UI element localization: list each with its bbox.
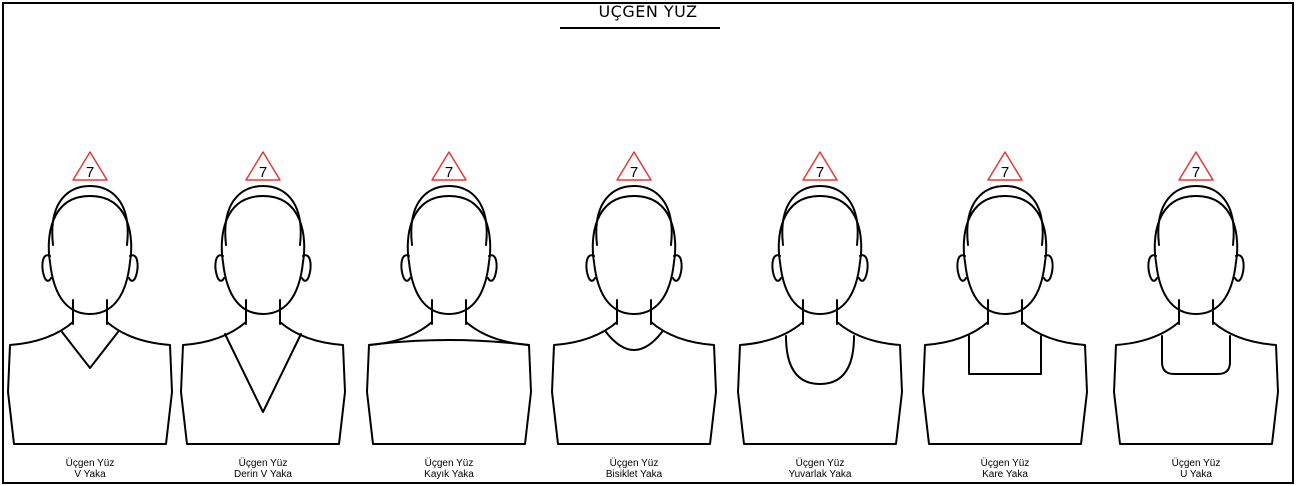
figure-crew: 7 xyxy=(552,152,716,444)
neckline-deep-v xyxy=(225,334,301,412)
hair-outline xyxy=(967,186,1042,245)
caption-face-type: Üçgen Yüz xyxy=(1121,458,1271,469)
badge-number: 7 xyxy=(445,164,453,181)
badge-number: 7 xyxy=(1001,164,1009,181)
torso-outline xyxy=(552,318,716,444)
badge-number: 7 xyxy=(259,164,267,181)
figure-round: 7 xyxy=(738,152,902,444)
neckline-v xyxy=(62,332,118,368)
caption-face-type: Üçgen Yüz xyxy=(188,458,338,469)
face-outline xyxy=(222,196,304,314)
caption-neckline: Kayık Yaka xyxy=(374,469,524,480)
torso-outline xyxy=(738,318,902,444)
torso-outline xyxy=(923,318,1087,444)
face-outline xyxy=(1155,196,1237,314)
caption-neckline: V Yaka xyxy=(15,469,165,480)
face-outline xyxy=(593,196,675,314)
caption-face-type: Üçgen Yüz xyxy=(559,458,709,469)
neckline-round xyxy=(786,336,854,384)
torso-outline xyxy=(1114,318,1278,444)
figure-u: 7 xyxy=(1114,152,1278,444)
hair-outline xyxy=(596,186,671,245)
badge-number: 7 xyxy=(86,164,94,181)
badge-number: 7 xyxy=(1192,164,1200,181)
hair-outline xyxy=(52,186,127,245)
caption-face-type: Üçgen Yüz xyxy=(374,458,524,469)
figure-boat: 7 xyxy=(367,152,531,444)
caption-neckline: Yuvarlak Yaka xyxy=(745,469,895,480)
hair-outline xyxy=(1158,186,1233,245)
caption-face-type: Üçgen Yüz xyxy=(15,458,165,469)
face-outline xyxy=(779,196,861,314)
figure-square: 7 xyxy=(923,152,1087,444)
face-outline xyxy=(964,196,1046,314)
torso-outline xyxy=(367,318,531,444)
badge-number: 7 xyxy=(816,164,824,181)
caption-neckline: Kare Yaka xyxy=(930,469,1080,480)
neckline-u xyxy=(1162,336,1230,374)
hair-outline xyxy=(782,186,857,245)
caption-neckline: Derin V Yaka xyxy=(188,469,338,480)
hair-outline xyxy=(411,186,486,245)
hair-outline xyxy=(225,186,300,245)
torso-outline xyxy=(8,318,172,444)
neckline-crew xyxy=(606,332,662,350)
caption-face-type: Üçgen Yüz xyxy=(745,458,895,469)
caption-neckline: U Yaka xyxy=(1121,469,1271,480)
caption-face-type: Üçgen Yüz xyxy=(930,458,1080,469)
figure-deep-v: 7 xyxy=(181,152,345,444)
neckline-square xyxy=(969,336,1041,374)
face-outline xyxy=(408,196,490,314)
badge-number: 7 xyxy=(630,164,638,181)
figure-v: 7 xyxy=(8,152,172,444)
face-outline xyxy=(49,196,131,314)
torso-outline xyxy=(181,318,345,444)
caption-neckline: Bisiklet Yaka xyxy=(559,469,709,480)
